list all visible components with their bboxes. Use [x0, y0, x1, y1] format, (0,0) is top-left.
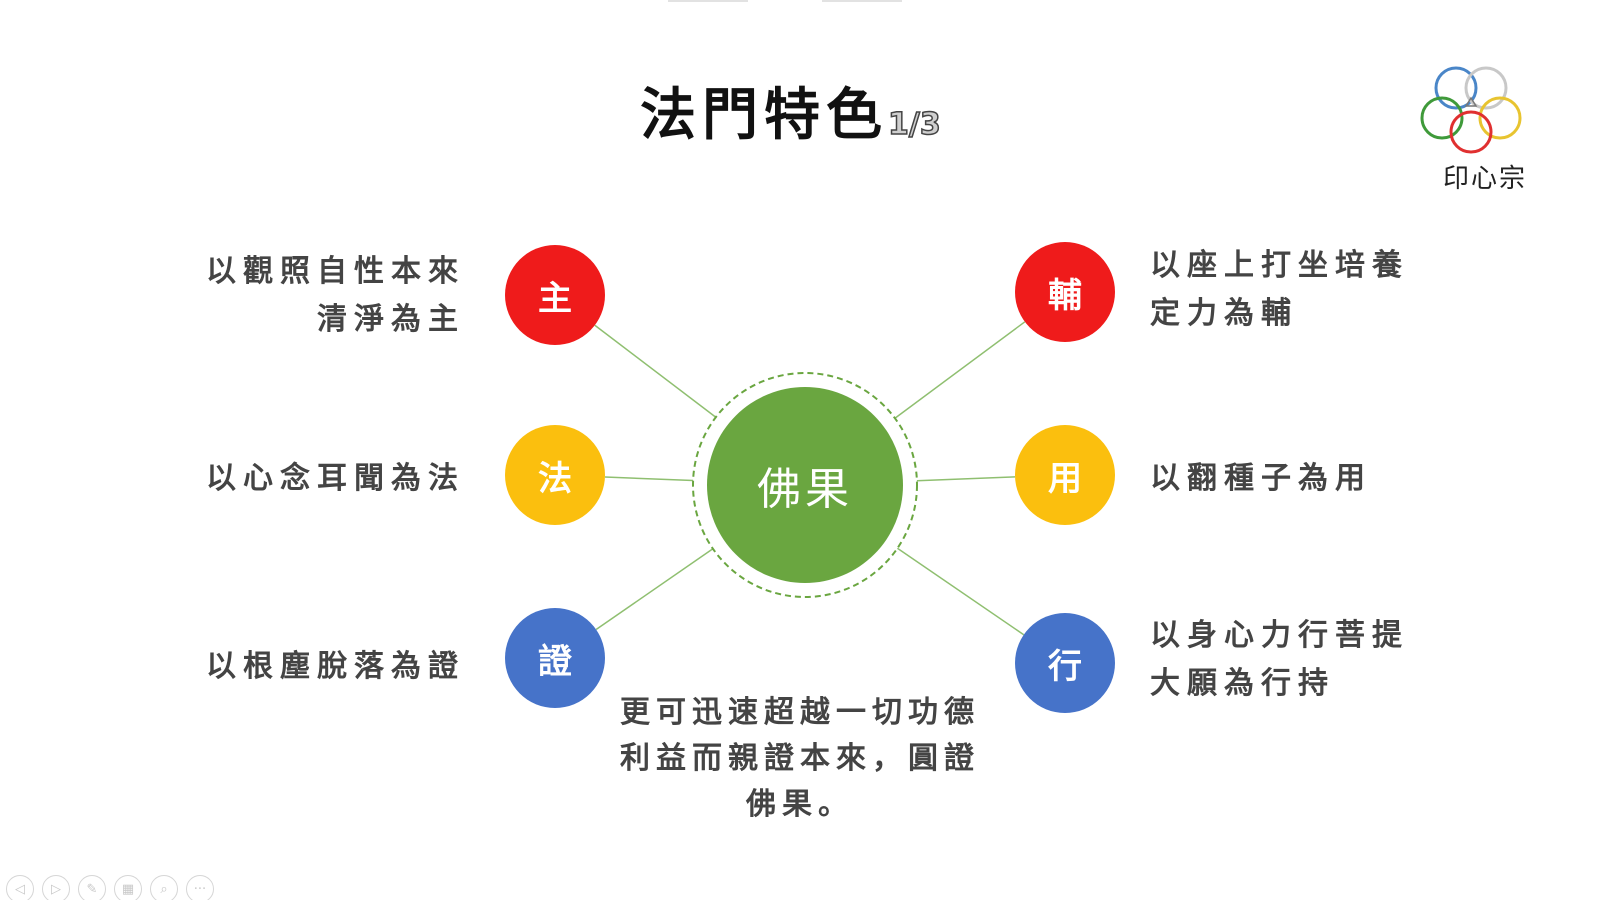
slide-page-indicator: 1/3	[887, 106, 941, 143]
node-circle-zheng	[505, 608, 605, 708]
pen-icon: ✎	[86, 881, 98, 897]
description-line: 以翻種子為用	[1150, 461, 1372, 496]
slide-navigation-controls: ◁ ▷ ✎ ▦ ⌕ ···	[6, 875, 214, 900]
top-bar-segment-left	[668, 0, 748, 2]
connector-zheng	[595, 548, 714, 631]
description-line: 以座上打坐培養	[1150, 248, 1409, 283]
description-line: 以根塵脫落為證	[206, 649, 465, 684]
description-line: 定力為輔	[1150, 296, 1298, 331]
description-line: 以身心力行菩提	[1150, 618, 1409, 653]
node-label-yong: 用	[1048, 458, 1082, 499]
five-rings-logo: 印心宗	[1420, 60, 1550, 195]
node-description-fu: 以座上打坐培養定力為輔	[1150, 242, 1480, 338]
node-description-zhu: 以觀照自性本來清淨為主	[150, 248, 465, 344]
node-description-yong: 以翻種子為用	[1150, 455, 1480, 503]
pen-button[interactable]: ✎	[78, 875, 106, 900]
slide-title-text: 法門特色	[640, 82, 888, 148]
zoom-button[interactable]: ⌕	[150, 875, 178, 900]
node-circle-fa	[505, 425, 605, 525]
slides-overview-button[interactable]: ▦	[114, 875, 142, 900]
connector-fa	[604, 476, 694, 482]
node-circle-yong	[1015, 425, 1115, 525]
description-line: 以心念耳聞為法	[206, 461, 465, 496]
node-description-xing: 以身心力行菩提大願為行持	[1150, 612, 1480, 708]
magnifier-icon: ⌕	[160, 881, 168, 897]
rings-icon	[1420, 66, 1522, 154]
grid-icon: ▦	[121, 881, 135, 897]
prev-slide-button[interactable]: ◁	[6, 875, 34, 900]
node-label-fu: 輔	[1048, 275, 1082, 316]
more-options-button[interactable]: ···	[186, 875, 214, 900]
slide-title: 法門特色1/3	[640, 70, 941, 151]
connector-xing	[896, 547, 1025, 636]
description-line: 清淨為主	[317, 302, 465, 337]
center-node-label: 佛果	[757, 464, 853, 515]
top-bar-segment-right	[822, 0, 902, 2]
center-dashed-ring	[692, 372, 918, 598]
description-line: 以觀照自性本來	[206, 254, 465, 289]
description-line: 大願為行持	[1150, 666, 1335, 701]
connector-fu	[894, 321, 1026, 419]
logo-text: 印心宗	[1442, 164, 1527, 194]
arrow-left-icon: ◁	[15, 881, 25, 897]
next-slide-button[interactable]: ▷	[42, 875, 70, 900]
node-label-zhu: 主	[538, 278, 572, 319]
center-node	[707, 387, 903, 583]
connector-zhu	[594, 324, 717, 418]
summary-line: 更可迅速超越一切功德	[620, 695, 980, 730]
summary-line: 佛果。	[746, 787, 854, 822]
summary-line: 利益而親證本來，圓證	[620, 741, 980, 776]
more-icon: ···	[193, 881, 207, 897]
node-label-xing: 行	[1048, 646, 1082, 687]
connector-yong	[916, 476, 1016, 482]
node-circle-xing	[1015, 613, 1115, 713]
node-description-zheng: 以根塵脫落為證	[150, 643, 465, 691]
node-label-zheng: 證	[538, 641, 572, 682]
node-label-fa: 法	[538, 458, 572, 499]
bottom-summary-text: 更可迅速超越一切功德利益而親證本來，圓證佛果。	[560, 690, 1040, 828]
node-description-fa: 以心念耳聞為法	[150, 455, 465, 503]
node-circle-fu	[1015, 242, 1115, 342]
arrow-right-icon: ▷	[51, 881, 61, 897]
node-circle-zhu	[505, 245, 605, 345]
